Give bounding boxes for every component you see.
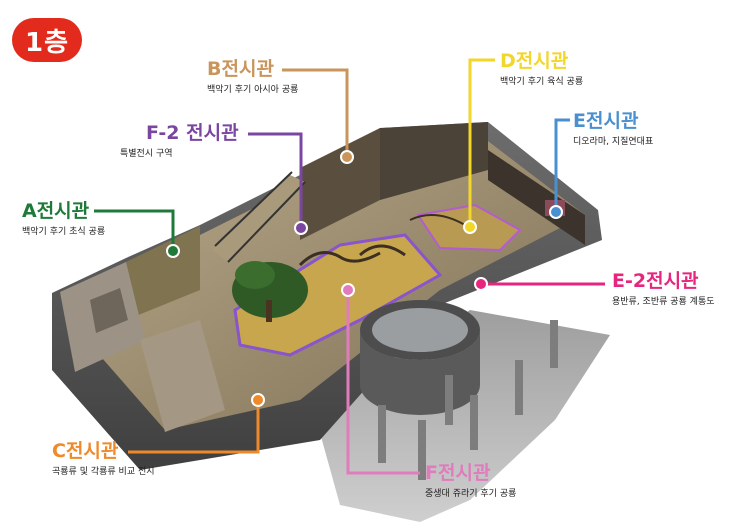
callout-line-b: [282, 68, 349, 157]
floor-badge: 1층: [12, 18, 82, 62]
callout-lines: [94, 58, 605, 475]
hall-title-f2: F-2 전시관: [146, 122, 239, 144]
hall-title-e2: E-2전시관: [612, 270, 699, 292]
callout-line-f2: [248, 132, 303, 228]
back-wall: [300, 128, 380, 240]
hall-title-d: D전시관: [500, 50, 569, 72]
callout-line-e: [554, 118, 570, 212]
callout-line-a: [94, 209, 175, 251]
hall-desc-b: 백악기 후기 아시아 공룡: [207, 85, 299, 95]
marker-d[interactable]: [463, 220, 477, 234]
rotunda: [360, 300, 480, 415]
hall-desc-a: 백악기 후기 초식 공룡: [22, 227, 106, 237]
left-rooms: [60, 262, 225, 432]
callout-line-c: [128, 400, 260, 454]
hall-label-f[interactable]: F전시관 중생대 쥬라기 후기 공룡: [425, 462, 516, 500]
marker-e[interactable]: [549, 205, 563, 219]
marker-f[interactable]: [341, 283, 355, 297]
plaza-pillars: [378, 320, 558, 480]
callout-line-f: [346, 290, 420, 475]
hall-desc-f2: 특별전시 구역: [120, 149, 173, 159]
hall-label-d[interactable]: D전시관 백악기 후기 육식 공룡: [500, 50, 583, 88]
hall-label-c[interactable]: C전시관 곡룡류 및 각룡류 비교 전시: [52, 440, 155, 478]
hall-label-f2[interactable]: F-2 전시관 특별전시 구역: [120, 122, 239, 160]
marker-e2[interactable]: [474, 277, 488, 291]
hall-desc-e: 디오라마, 지질연대표: [573, 137, 654, 147]
hall-title-e: E전시관: [573, 110, 639, 132]
tree-decoration: [232, 261, 308, 322]
hall-title-b: B전시관: [207, 58, 274, 80]
hall-title-f: F전시관: [425, 462, 491, 484]
marker-c[interactable]: [251, 393, 265, 407]
marker-a[interactable]: [166, 244, 180, 258]
front-plaza: [315, 310, 610, 522]
hall-label-e2[interactable]: E-2전시관 용반류, 조반류 공룡 계통도: [612, 270, 715, 308]
hall-desc-f: 중생대 쥬라기 후기 공룡: [425, 489, 517, 499]
building-model: [52, 122, 610, 522]
diorama-wall: [126, 226, 200, 320]
marker-f2[interactable]: [294, 221, 308, 235]
hall-markers: [166, 150, 563, 407]
staircase: [212, 171, 306, 263]
hall-title-c: C전시관: [52, 440, 119, 462]
hall-label-e[interactable]: E전시관 디오라마, 지질연대표: [573, 110, 653, 148]
hall-desc-c: 곡룡류 및 각룡류 비교 전시: [52, 467, 155, 477]
hall-desc-e2: 용반류, 조반류 공룡 계통도: [612, 297, 715, 307]
hall-title-a: A전시관: [22, 200, 90, 222]
callout-line-d: [468, 58, 495, 227]
hall-desc-d: 백악기 후기 육식 공룡: [500, 77, 584, 87]
right-back-wall: [380, 122, 488, 200]
hall-label-b[interactable]: B전시관 백악기 후기 아시아 공룡: [207, 58, 298, 96]
marker-b[interactable]: [340, 150, 354, 164]
e-gallery: [488, 150, 585, 245]
hall-label-a[interactable]: A전시관 백악기 후기 초식 공룡: [22, 200, 105, 238]
